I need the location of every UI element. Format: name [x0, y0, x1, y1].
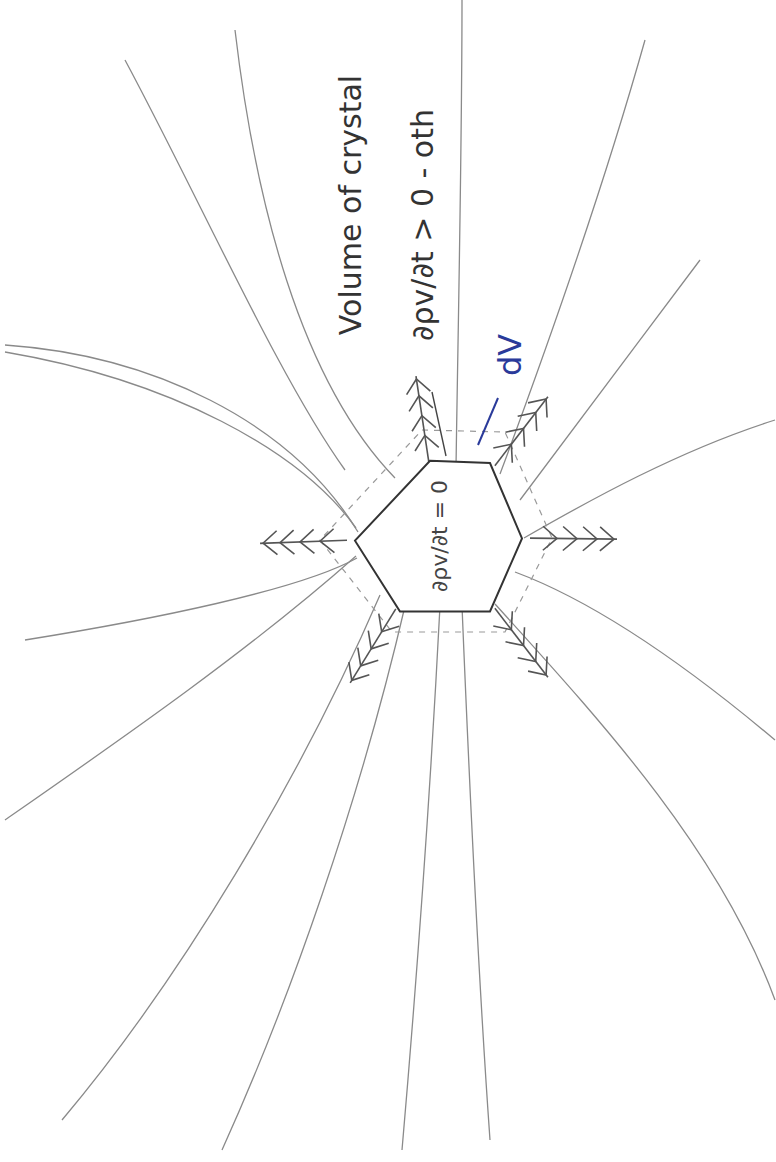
volume-element: dV — [491, 330, 529, 380]
field-line — [462, 606, 490, 1140]
hexagon-shape — [355, 461, 522, 612]
annotation-note: Volume of crystal — [333, 71, 368, 339]
field-line — [520, 260, 700, 500]
dendrite-barb — [358, 648, 378, 666]
dendrite-stem — [495, 397, 548, 466]
field-line — [524, 420, 775, 538]
dendrite-barb — [543, 526, 557, 550]
field-line — [5, 352, 356, 528]
field-line — [62, 595, 380, 1120]
dendrite-barb — [415, 435, 439, 451]
dashed-growth-outline — [320, 430, 552, 632]
dendrite-branches — [260, 376, 617, 683]
dendrite-barb — [528, 657, 547, 675]
dendrite-barb — [583, 527, 597, 551]
dendrite-barb — [320, 529, 334, 553]
dendrite-barb — [518, 413, 537, 431]
field-lines — [5, 0, 775, 1150]
dendrite-barb — [412, 416, 436, 432]
dendrite-barb — [505, 428, 524, 446]
crystal-hexagon: ∂ρv/∂t = 0 — [350, 455, 528, 617]
field-line — [5, 556, 356, 820]
field-line — [5, 345, 358, 532]
field-line — [495, 604, 775, 1000]
leader-line — [478, 398, 498, 445]
dendrite-barb — [300, 529, 314, 553]
dendrite-stem — [350, 609, 396, 683]
dendrite-barb — [518, 643, 537, 661]
dendrite-stem — [260, 540, 347, 543]
dendrite-barb — [528, 399, 547, 417]
dendrite-barb — [379, 614, 399, 632]
field-line — [402, 606, 440, 1150]
dendrite-barb — [349, 662, 369, 680]
dendrite-stem — [495, 608, 548, 677]
dendrite-barb — [493, 611, 512, 629]
field-line — [515, 572, 775, 740]
dendrite-barb — [563, 527, 577, 551]
dendrite-stem — [530, 538, 617, 539]
dendrite-barb — [280, 530, 294, 554]
dendrite-barb — [409, 396, 433, 412]
field-line — [235, 30, 395, 478]
field-line — [500, 40, 645, 474]
dendrite-barb — [505, 627, 524, 645]
dendrite-barb — [368, 631, 388, 649]
field-line — [222, 606, 405, 1150]
dendrite-barb — [600, 527, 614, 551]
field-line — [125, 60, 345, 470]
field-line — [456, 0, 462, 468]
rate-equation: ∂ρv/∂t > 0 - oth — [405, 105, 440, 345]
dendrite-barb — [263, 531, 277, 555]
rate-equation: ∂ρv/∂t = 0 — [427, 480, 452, 592]
dendrite-barb — [493, 444, 512, 462]
dendrite-barb — [407, 379, 431, 395]
field-line — [25, 558, 357, 640]
leader-line — [432, 392, 446, 456]
